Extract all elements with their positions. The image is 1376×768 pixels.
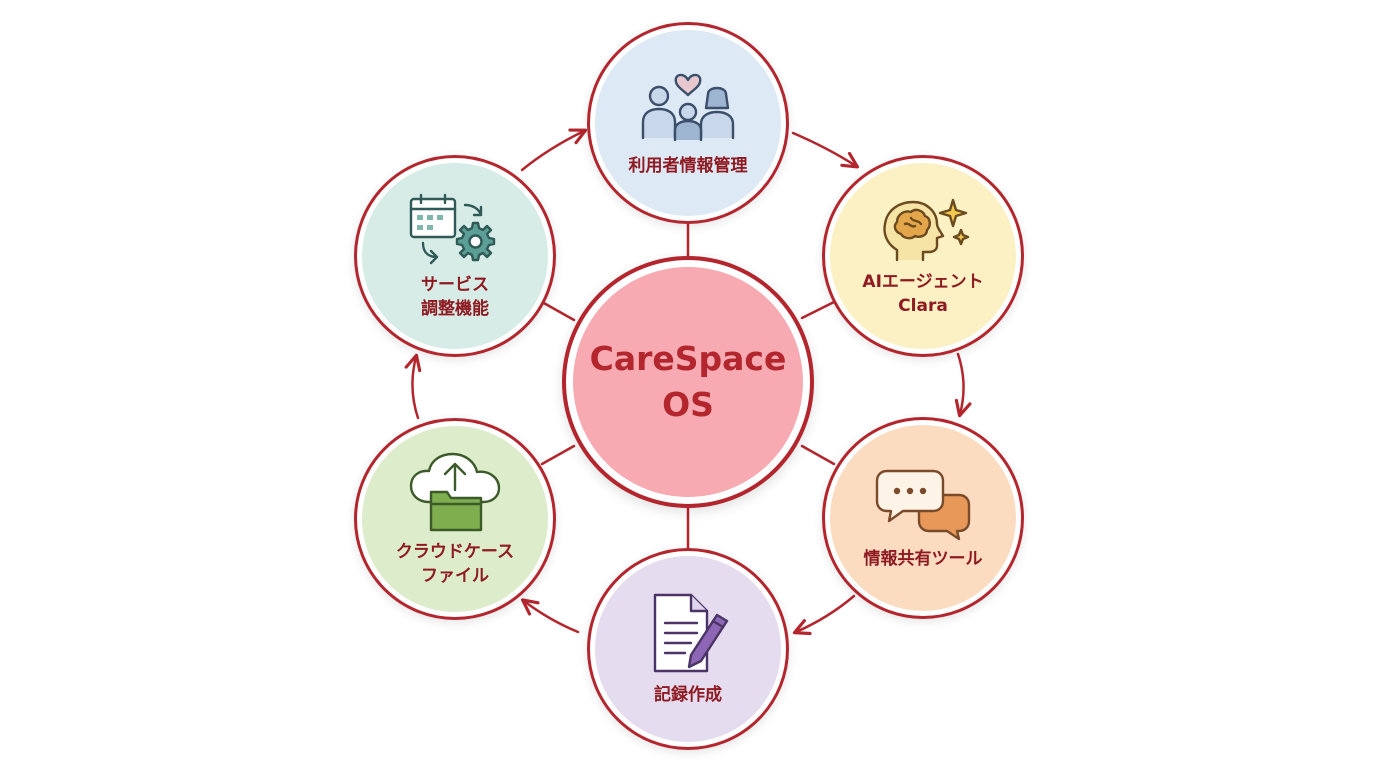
node-service[interactable]: サービス 調整機能	[354, 155, 556, 357]
node-cloud-file[interactable]: クラウドケース ファイル	[354, 418, 556, 620]
node-info-share[interactable]: 情報共有ツール	[822, 417, 1024, 619]
node-service-label: サービス 調整機能	[421, 273, 489, 321]
spoke-service	[540, 300, 576, 322]
spoke-cloud-file	[540, 444, 576, 466]
node-cloud-file-line2: ファイル	[421, 566, 489, 586]
node-cloud-file-label: クラウドケース ファイル	[396, 540, 514, 588]
node-record[interactable]: 記録作成	[587, 548, 789, 750]
arrow-share-to-record	[792, 594, 856, 636]
node-service-line2: 調整機能	[421, 299, 489, 319]
arrow-service-to-user	[520, 128, 588, 172]
calendar-gear-icon	[409, 193, 496, 265]
node-ai-agent-line2: Clara	[898, 296, 948, 316]
arrow-user-to-ai	[791, 131, 860, 169]
spoke-ai-agent	[800, 300, 836, 320]
center-title: CareSpace OS	[590, 336, 787, 428]
brain-sparkle-icon	[883, 198, 970, 262]
center-title-line1: CareSpace	[589, 339, 787, 378]
node-record-label: 記録作成	[654, 683, 722, 707]
arrow-cloud-to-service	[404, 353, 422, 420]
node-ai-agent-line1: AIエージェント	[862, 272, 984, 292]
node-user-info-label: 利用者情報管理	[629, 154, 748, 178]
node-user-info-text: 利用者情報管理	[628, 156, 748, 176]
node-user-info[interactable]: 利用者情報管理	[587, 22, 789, 224]
node-ai-agent[interactable]: AIエージェント Clara	[822, 155, 1024, 357]
document-pen-icon	[653, 593, 729, 673]
arrow-record-to-cloud	[521, 598, 580, 634]
node-info-share-text: 情報共有ツール	[863, 549, 983, 569]
node-info-share-label: 情報共有ツール	[864, 547, 983, 571]
node-ai-agent-label: AIエージェント Clara	[862, 270, 983, 318]
spoke-info-share	[800, 444, 836, 466]
arrow-ai-to-share	[954, 352, 972, 418]
node-record-text: 記録作成	[654, 685, 722, 705]
center-hub: CareSpace OS	[562, 256, 814, 508]
center-title-line2: OS	[662, 385, 714, 424]
cloud-upload-folder-icon	[409, 452, 501, 532]
node-service-line1: サービス	[421, 275, 489, 295]
node-cloud-file-line1: クラウドケース	[395, 542, 515, 562]
chat-bubbles-icon	[875, 469, 971, 541]
family-heart-icon	[641, 73, 735, 142]
